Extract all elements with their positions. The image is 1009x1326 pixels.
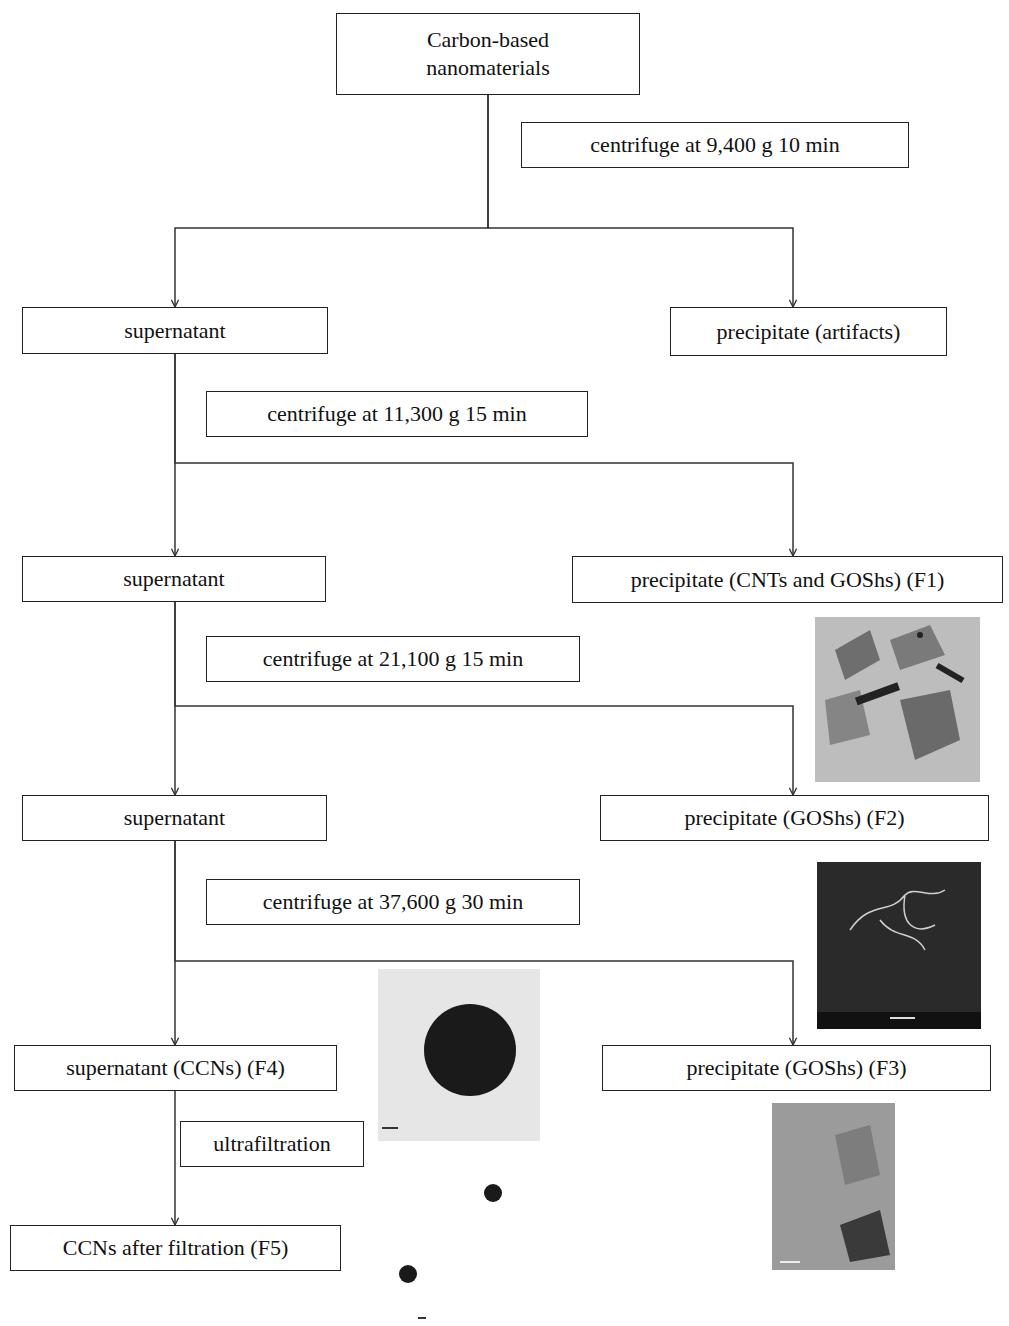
start-box: Carbon-based nanomaterials	[336, 13, 640, 95]
nanotube-shape	[936, 663, 965, 683]
box-label: centrifuge at 9,400 g 10 min	[590, 131, 839, 159]
scale-bar	[780, 1261, 800, 1263]
box-label: supernatant	[124, 317, 225, 345]
box-label: centrifuge at 11,300 g 15 min	[267, 400, 526, 428]
box-label: supernatant	[123, 565, 224, 593]
micrograph-ground	[815, 617, 980, 782]
carbon-nanoparticle	[484, 1184, 502, 1202]
process-box: precipitate (GOShs) (F2)	[600, 795, 989, 841]
scale-bar	[890, 1017, 915, 1019]
micrograph-f3	[772, 1103, 895, 1270]
sheet-outline	[850, 890, 945, 950]
carbon-nanoparticle	[399, 1265, 417, 1283]
micrograph-ground	[378, 969, 540, 1141]
box-label: centrifuge at 37,600 g 30 min	[263, 888, 523, 916]
flow-arrow	[175, 841, 793, 1045]
flow-arrow	[175, 602, 793, 795]
carbon-nanoparticle	[424, 1004, 516, 1096]
process-box: supernatant (CCNs) (F4)	[14, 1045, 337, 1091]
scale-bar-strip	[817, 1012, 981, 1029]
box-label: supernatant	[124, 804, 225, 832]
box-label: precipitate (artifacts)	[717, 318, 901, 346]
box-label: precipitate (GOShs) (F3)	[687, 1054, 907, 1082]
nanotube-shape	[855, 682, 900, 705]
scale-bar	[418, 1317, 426, 1319]
process-box: precipitate (CNTs and GOShs) (F1)	[572, 556, 1003, 603]
step-box: centrifuge at 9,400 g 10 min	[521, 122, 909, 168]
sheet-shape	[840, 1210, 890, 1262]
sheet-shape	[900, 690, 960, 760]
box-label: precipitate (CNTs and GOShs) (F1)	[631, 566, 945, 594]
process-box: supernatant	[22, 556, 326, 602]
flow-arrow	[175, 95, 488, 307]
step-box: centrifuge at 11,300 g 15 min	[206, 391, 588, 437]
process-box: supernatant	[22, 307, 328, 354]
box-label: CCNs after filtration (F5)	[63, 1234, 288, 1262]
box-label: ultrafiltration	[213, 1130, 330, 1158]
process-box: CCNs after filtration (F5)	[10, 1225, 341, 1271]
micrograph-f4	[378, 969, 540, 1141]
step-box: centrifuge at 37,600 g 30 min	[206, 879, 580, 925]
particle-dot	[917, 632, 923, 638]
box-label: supernatant (CCNs) (F4)	[66, 1054, 285, 1082]
sheet-shape	[890, 625, 945, 670]
step-box: ultrafiltration	[180, 1121, 364, 1167]
scale-bar	[382, 1127, 398, 1129]
step-box: centrifuge at 21,100 g 15 min	[206, 636, 580, 682]
micrograph-ground	[817, 862, 981, 1029]
process-box: precipitate (GOShs) (F3)	[602, 1045, 991, 1091]
micrograph-f1	[815, 617, 980, 782]
micrograph-ground	[772, 1103, 895, 1270]
flow-arrow	[175, 354, 793, 556]
process-box: precipitate (artifacts)	[670, 307, 947, 356]
box-label: centrifuge at 21,100 g 15 min	[263, 645, 523, 673]
micrograph-f2	[817, 862, 981, 1029]
sheet-shape	[835, 630, 880, 680]
sheet-shape	[835, 1125, 880, 1185]
flow-arrow	[174, 1091, 176, 1225]
box-label: precipitate (GOShs) (F2)	[685, 804, 905, 832]
micrograph-f5	[399, 1184, 502, 1318]
box-label: Carbon-based nanomaterials	[398, 26, 578, 82]
process-box: supernatant	[22, 795, 327, 841]
